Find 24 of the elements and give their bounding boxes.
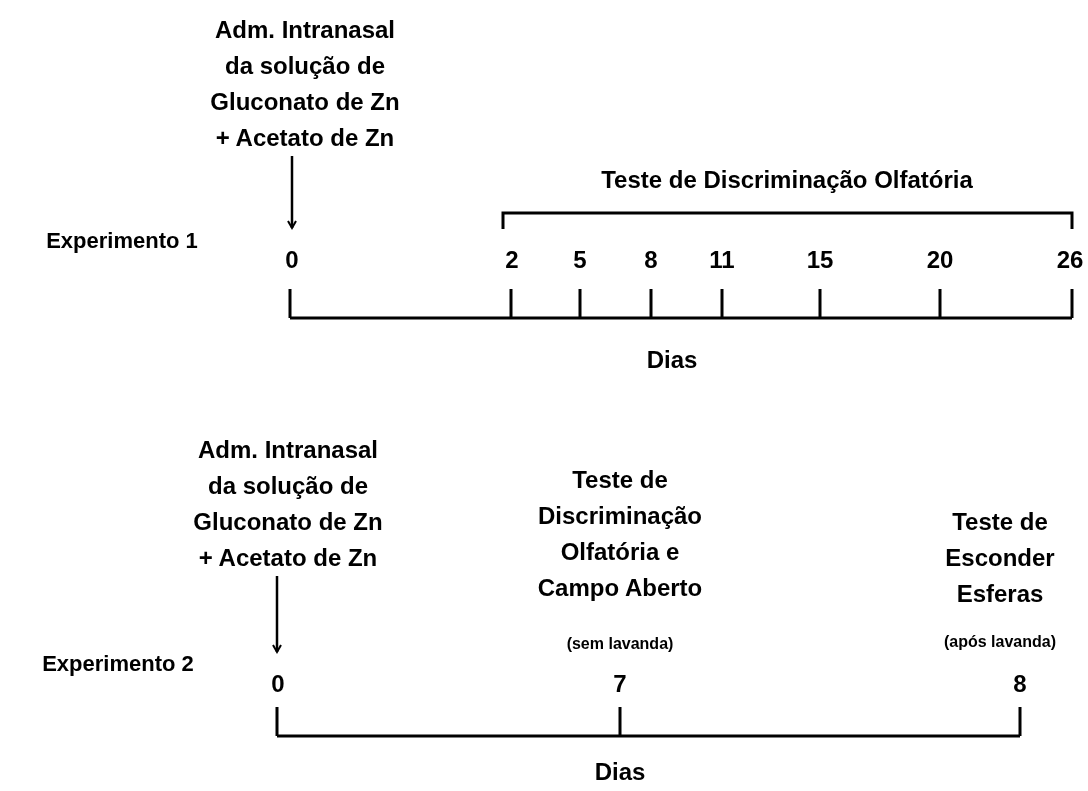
tick-label: 8 [1012, 670, 1028, 699]
event-note: (após lavanda) [943, 632, 1057, 652]
tick-label: 11 [708, 246, 736, 275]
tick-label: 5 [572, 246, 588, 275]
tick-label: 0 [284, 246, 300, 275]
axis-title: Dias [645, 346, 699, 375]
tick-label: 8 [643, 246, 659, 275]
tick-label: 15 [805, 246, 835, 275]
event-label: Teste de Discriminação Olfatória e Campo Aberto [536, 465, 704, 603]
row-label: Experimento 1 [45, 228, 199, 255]
annotation-text: Adm. Intranasal da solução de Gluconato de Zn + Acetato de Zn [205, 12, 405, 156]
event-note: (sem lavanda) [565, 634, 675, 654]
row-label: Experimento 2 [41, 651, 195, 678]
event-label: Teste de Esconder Esferas [944, 507, 1056, 609]
axis-title: Dias [593, 758, 647, 787]
arrow [272, 576, 282, 653]
tick-label: 2 [504, 246, 520, 275]
tick-label: 7 [612, 670, 628, 699]
bracket-title: Teste de Discriminação Olfatória [600, 166, 974, 195]
annotation-text: Adm. Intranasal da solução de Gluconato de Zn + Acetato de Zn [188, 432, 388, 576]
tick-label: 20 [925, 246, 955, 275]
arrow [287, 156, 297, 229]
tick-label: 26 [1055, 246, 1085, 275]
tick-label: 0 [270, 670, 286, 699]
